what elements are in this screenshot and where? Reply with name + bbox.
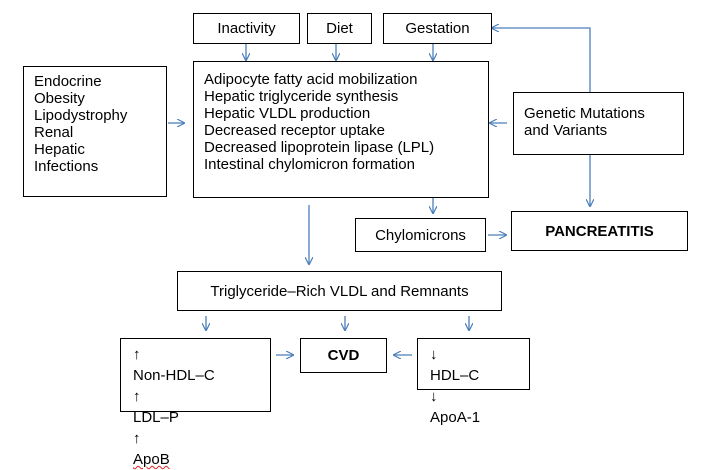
elevated-item: ↑ Non-HDL–C bbox=[133, 344, 258, 386]
diet-box: Diet bbox=[307, 13, 372, 44]
connector-arrows bbox=[168, 0, 712, 436]
tg-rich-label: Triglyceride–Rich VLDL and Remnants bbox=[210, 282, 469, 300]
decreased-item: ↓ ApoA-1 bbox=[430, 386, 517, 428]
down-arrow-icon: ↓ bbox=[430, 388, 438, 405]
mechanism-item: Intestinal chylomicron formation bbox=[204, 156, 415, 173]
mechanism-item: Decreased receptor uptake bbox=[204, 122, 385, 139]
decreased-markers-box: ↓ HDL–C ↓ ApoA-1 bbox=[417, 338, 530, 426]
secondary-causes-box: Endocrine Obesity Lipodystrophy Renal He… bbox=[23, 66, 167, 197]
genetics-line-1: Genetic Mutations bbox=[524, 105, 645, 122]
cause-endocrine: Endocrine bbox=[34, 73, 102, 90]
cause-infections: Infections bbox=[34, 158, 99, 175]
gestation-label: Gestation bbox=[405, 20, 470, 37]
inactivity-box: Inactivity bbox=[193, 13, 300, 44]
mechanism-item: Hepatic VLDL production bbox=[204, 105, 371, 122]
pancreatitis-label: PANCREATITIS bbox=[545, 222, 654, 240]
up-arrow-icon: ↑ bbox=[133, 430, 141, 447]
down-arrow-icon: ↓ bbox=[430, 346, 438, 363]
gestation-box: Gestation bbox=[383, 13, 492, 44]
decreased-item: ↓ HDL–C bbox=[430, 344, 517, 386]
arrow-genetics-to-gestation bbox=[492, 28, 591, 92]
tg-rich-box: Triglyceride–Rich VLDL and Remnants bbox=[177, 271, 502, 311]
chylomicrons-label: Chylomicrons bbox=[375, 226, 466, 244]
cause-renal: Renal bbox=[34, 124, 74, 141]
elevated-item: ↑ ApoB bbox=[133, 428, 258, 470]
elevated-markers-box: ↑ Non-HDL–C ↑ LDL–P ↑ ApoB bbox=[120, 338, 271, 468]
chylomicrons-box: Chylomicrons bbox=[355, 218, 486, 252]
inactivity-label: Inactivity bbox=[217, 20, 276, 37]
diet-label: Diet bbox=[326, 20, 353, 37]
elevated-item: ↑ LDL–P bbox=[133, 386, 258, 428]
genetics-line-2: and Variants bbox=[524, 122, 608, 139]
mechanisms-box: Adipocyte fatty acid mobilization Hepati… bbox=[193, 61, 489, 198]
mechanism-item: Hepatic triglyceride synthesis bbox=[204, 88, 399, 105]
up-arrow-icon: ↑ bbox=[133, 346, 141, 363]
cause-obesity: Obesity bbox=[34, 90, 85, 107]
mechanism-item: Decreased lipoprotein lipase (LPL) bbox=[204, 139, 435, 156]
cause-lipodystrophy: Lipodystrophy bbox=[34, 107, 128, 124]
cause-hepatic: Hepatic bbox=[34, 141, 85, 158]
pancreatitis-box: PANCREATITIS bbox=[511, 211, 688, 251]
mechanism-item: Adipocyte fatty acid mobilization bbox=[204, 71, 418, 88]
cvd-label: CVD bbox=[327, 347, 360, 364]
genetics-box: Genetic Mutations and Variants bbox=[513, 92, 684, 155]
cvd-box: CVD bbox=[300, 338, 387, 373]
up-arrow-icon: ↑ bbox=[133, 388, 141, 405]
